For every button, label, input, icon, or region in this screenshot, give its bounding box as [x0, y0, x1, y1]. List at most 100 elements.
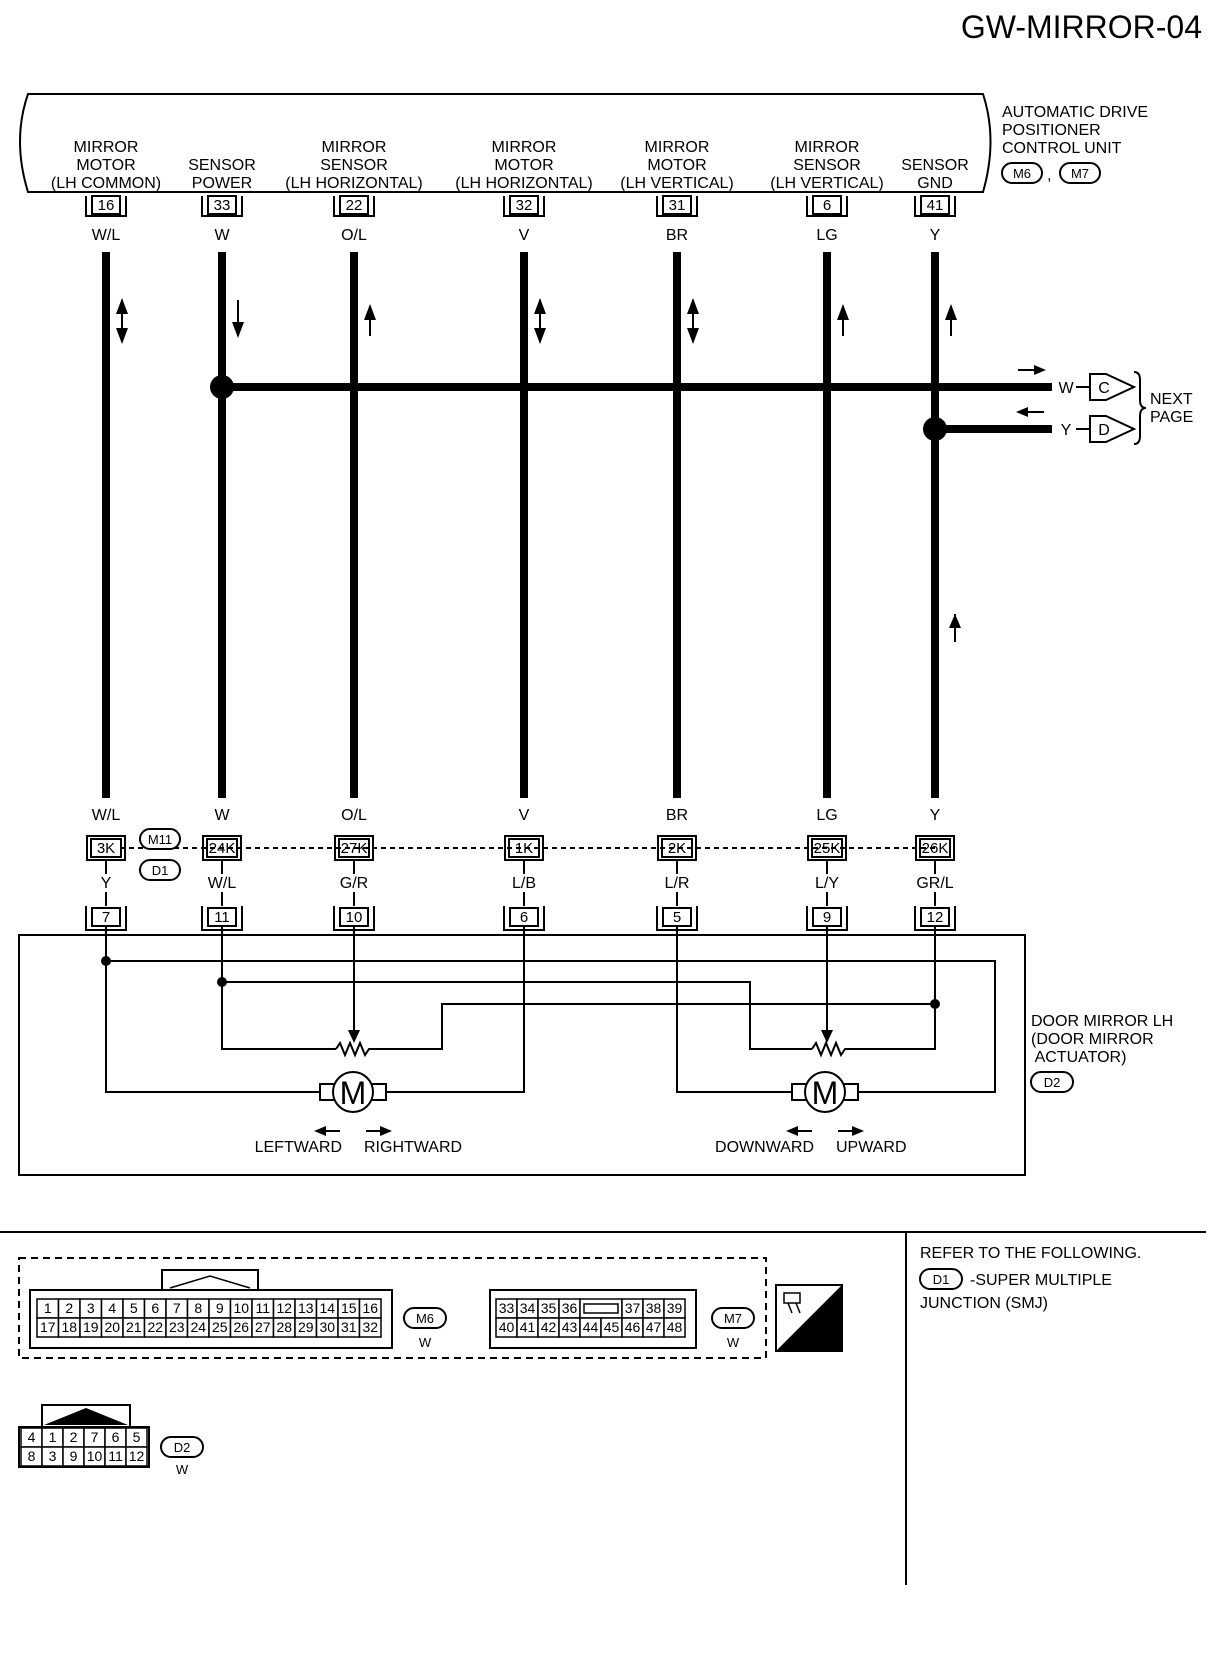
connector-cavity: 28: [272, 1317, 296, 1338]
mirror-pin-number: 11: [214, 909, 230, 926]
connector-cavity-number: 30: [319, 1319, 335, 1335]
connector-cavity-number: 29: [298, 1319, 314, 1335]
connector-d2-badge: D2: [174, 1440, 191, 1455]
control-unit-connector-badges: M6 , M7: [1001, 162, 1101, 184]
connector-cavity: 24: [186, 1317, 210, 1338]
terminal-label-line: SENSOR: [188, 157, 256, 174]
connector-cavity: 44: [579, 1317, 602, 1338]
connector-cavity-number: 43: [562, 1319, 578, 1335]
mirror-pin-number: 9: [823, 909, 831, 926]
connector-cavity: 5: [125, 1427, 148, 1448]
wire-color-top: W/L: [92, 227, 121, 244]
terminal-label-line: SENSOR: [901, 157, 969, 174]
connector-cavity-number: 6: [112, 1429, 120, 1445]
next-page-arrow-out: [1018, 365, 1046, 375]
connector-cavity: 34: [516, 1298, 539, 1319]
sensor-gnd-up-arrow-lower: [949, 614, 961, 642]
hs-connector-icon: H.S.: [775, 1284, 843, 1352]
signal-direction-both-icon: [687, 298, 699, 344]
signal-direction-both-icon: [116, 298, 128, 344]
connector-cavity: 11: [104, 1446, 127, 1467]
connector-cavity-number: 41: [520, 1319, 536, 1335]
connector-cavity-number: 28: [276, 1319, 292, 1335]
connector-cavity: 4: [100, 1298, 124, 1319]
wire-color-junction-in: W: [214, 807, 230, 824]
terminal-label-line: MOTOR: [76, 157, 135, 174]
connector-cavity: 2: [62, 1427, 85, 1448]
connector-cavity-number: 31: [341, 1319, 357, 1335]
wire-color-junction-out: L/Y: [815, 875, 839, 892]
connector-cavity: 16: [358, 1298, 382, 1319]
junction-badge-d1-outline: [139, 859, 181, 881]
connector-cavity: [579, 1298, 623, 1319]
signal-direction-up-icon: [364, 304, 376, 336]
connector-cavity: 48: [663, 1317, 686, 1338]
connector-cavity-number: 4: [108, 1300, 116, 1316]
connector-m7-color: W: [727, 1335, 740, 1350]
connector-cavity: 39: [663, 1298, 686, 1319]
connector-cavity-number: 16: [362, 1300, 378, 1316]
connector-cavity-number: 17: [40, 1319, 56, 1335]
connector-cavity-number: 7: [173, 1300, 181, 1316]
connector-badge-m7-outline: [1059, 162, 1101, 184]
connector-cavity-number: 23: [169, 1319, 185, 1335]
connector-cavity-number: 9: [70, 1448, 78, 1464]
connector-cavity-number: 35: [541, 1300, 557, 1316]
connector-cavity: 8: [186, 1298, 210, 1319]
connector-cavity-number: 27: [255, 1319, 271, 1335]
unit-pin-number: 32: [516, 197, 533, 214]
connector-cavity-number: 8: [28, 1448, 36, 1464]
junction-pin-number: 2K: [668, 840, 686, 857]
terminal-label-line: (LH HORIZONTAL): [455, 175, 592, 192]
terminal-label-line: GND: [917, 175, 953, 192]
door-mirror-name-line-1: DOOR MIRROR LH: [1031, 1013, 1173, 1030]
connector-cavity: 17: [36, 1317, 60, 1338]
connector-cavity-number: 11: [108, 1448, 123, 1464]
control-unit-name-line-3: CONTROL UNIT: [1002, 140, 1122, 157]
terminal-label-line: MIRROR: [492, 139, 557, 156]
connector-cavity: 21: [122, 1317, 146, 1338]
next-page-connector-d-outline: [1089, 415, 1137, 443]
sensor-power-bus: [210, 375, 1052, 399]
connector-cavity-number: 46: [625, 1319, 641, 1335]
downward-arrow-icon: [786, 1126, 812, 1136]
downward-label: DOWNWARD: [715, 1139, 814, 1156]
connector-cavity: 41: [516, 1317, 539, 1338]
connector-cavity-number: 44: [583, 1319, 599, 1335]
connector-cavity: 43: [558, 1317, 581, 1338]
connector-views-dashed-box: [18, 1257, 767, 1359]
wire-color-top: W: [214, 227, 230, 244]
wire-color-junction-in: W/L: [92, 807, 121, 824]
connector-cavity: 12: [272, 1298, 296, 1319]
connector-cavity-number: 9: [216, 1300, 224, 1316]
unit-pin-number: 22: [346, 197, 363, 214]
connector-cavity: 47: [642, 1317, 665, 1338]
connector-cavity-number: 10: [233, 1300, 249, 1316]
leftward-arrow-icon: [314, 1126, 340, 1136]
connector-cavity: 18: [57, 1317, 81, 1338]
signal-direction-up-icon: [945, 304, 957, 336]
connector-cavity: 15: [337, 1298, 361, 1319]
junction-badge-m11: M11: [148, 832, 172, 847]
connector-cavity: 12: [125, 1446, 148, 1467]
connector-cavity-number: 21: [126, 1319, 142, 1335]
connector-cavity: 6: [104, 1427, 127, 1448]
next-page-wire-w: W: [1058, 380, 1074, 397]
terminal-label-line: MIRROR: [645, 139, 710, 156]
wire-color-junction-out: G/R: [340, 875, 368, 892]
connector-cavity-number: 19: [83, 1319, 99, 1335]
rightward-label: RIGHTWARD: [364, 1139, 462, 1156]
terminal-label-line: MOTOR: [494, 157, 553, 174]
connector-cavity: 1: [36, 1298, 60, 1319]
connector-cavity: 5: [122, 1298, 146, 1319]
page-title: GW-MIRROR-04: [961, 9, 1202, 45]
connector-cavity-number: 12: [129, 1448, 145, 1464]
connector-m6-badge: M6: [416, 1311, 434, 1326]
terminal-label-line: (LH COMMON): [51, 175, 161, 192]
door-mirror-badge-outline: [1030, 1071, 1074, 1093]
connector-cavity-number: 22: [147, 1319, 163, 1335]
